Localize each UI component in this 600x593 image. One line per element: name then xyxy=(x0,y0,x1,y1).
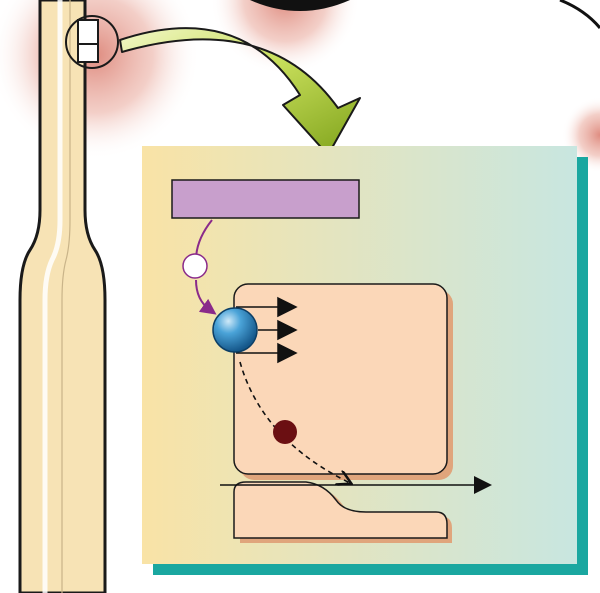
blue-sphere-icon xyxy=(212,307,258,353)
cell-block-lower xyxy=(233,481,448,539)
output-arrowhead-1 xyxy=(277,296,298,318)
open-circle-icon xyxy=(182,253,208,279)
enlarged-panel xyxy=(142,146,588,575)
dashed-trajectory xyxy=(239,361,350,483)
cell-block-upper xyxy=(233,283,448,475)
glow-top-center xyxy=(210,0,360,75)
zoom-circle-icon xyxy=(65,15,119,69)
tube-inner-stripe-2 xyxy=(61,0,71,593)
magnify-arrow-icon xyxy=(119,27,361,156)
horizontal-axis-arrowhead xyxy=(474,476,492,494)
output-arrows xyxy=(236,296,298,364)
output-arrowhead-3 xyxy=(277,342,298,364)
tube-segment-marker xyxy=(77,19,99,63)
dark-red-dot-icon xyxy=(273,420,297,444)
tube-inner-stripe xyxy=(42,0,63,593)
glow-top-left xyxy=(0,0,200,160)
tube xyxy=(18,0,119,593)
top-dark-arc xyxy=(250,0,350,11)
output-arrowhead-2 xyxy=(277,319,298,341)
purple-bar xyxy=(171,179,360,219)
top-right-arc xyxy=(559,0,600,29)
